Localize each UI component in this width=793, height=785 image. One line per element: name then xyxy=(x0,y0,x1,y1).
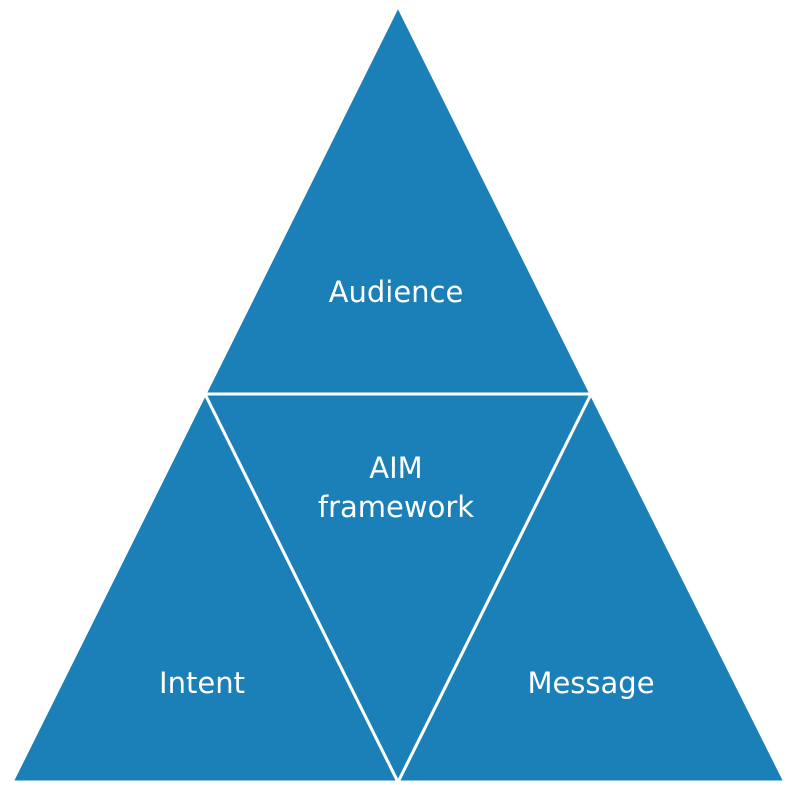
message-label: Message xyxy=(527,666,654,700)
intent-label: Intent xyxy=(159,666,245,700)
audience-triangle xyxy=(202,2,594,396)
center-label-line1: AIM xyxy=(369,451,422,485)
center-label-line2: framework xyxy=(318,490,474,524)
center-triangle xyxy=(202,392,594,785)
audience-label: Audience xyxy=(329,275,464,309)
